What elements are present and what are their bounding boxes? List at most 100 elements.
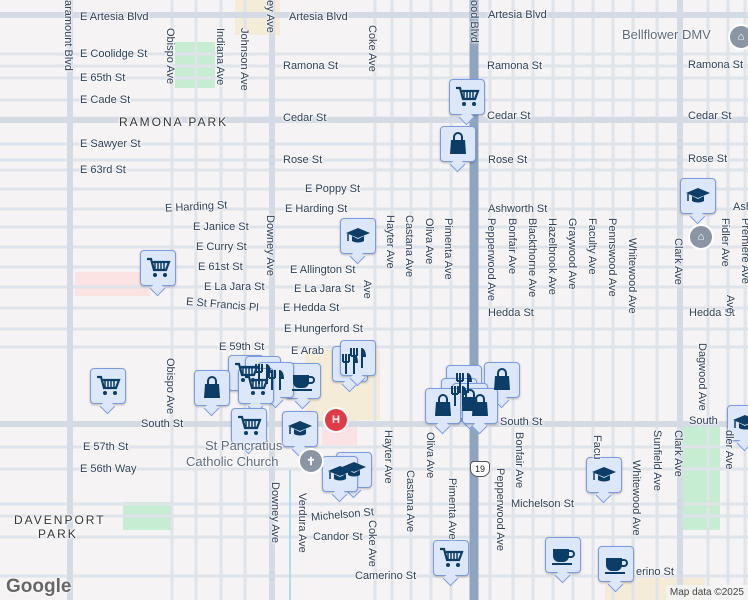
graduation-cap-icon: [592, 467, 616, 482]
street-label-vertical: Clark Ave: [672, 238, 684, 285]
street-label: E Janice St: [193, 221, 249, 233]
restaurant-marker[interactable]: [258, 362, 294, 398]
street-label-vertical: Fidler Ave: [719, 218, 731, 267]
street-label-vertical: Pennswood Ave: [606, 218, 618, 297]
street-label: Ramona St: [487, 60, 543, 72]
poi-label-bellflower-dmv: Bellflower DMV: [622, 27, 711, 42]
street-label-vertical: Hayter Ave: [384, 215, 396, 269]
map-attribution[interactable]: Map data ©2025: [665, 585, 748, 600]
street-label: Rose St: [283, 154, 323, 166]
dmv-pin-icon[interactable]: ⌂: [728, 24, 748, 50]
street-label-vertical: Coke Ave: [366, 25, 378, 72]
street-label: erino St: [636, 566, 674, 578]
shopping-bag-icon: [435, 394, 451, 416]
street-label: Artesia Blvd: [289, 11, 348, 23]
street-label-vertical: Obispo Ave: [164, 28, 176, 85]
street-label-vertical: Pimenta Ave: [442, 218, 454, 280]
cafe-icon: [552, 549, 575, 565]
street-label-vertical: Bonfair Ave: [506, 218, 518, 275]
street-label: Michelson St: [511, 498, 574, 510]
church-pin-icon[interactable]: ✝: [298, 448, 324, 474]
restaurant-icon: [456, 373, 472, 393]
restaurant-icon: [268, 370, 284, 390]
street-label-vertical: Obispo Ave: [164, 358, 176, 415]
street-label-vertical: Pimenta Ave: [446, 478, 458, 540]
shopping-cart-marker[interactable]: [449, 79, 485, 115]
street-label: E 65th St: [80, 72, 126, 84]
graduation-cap-icon: [733, 415, 748, 430]
street-label: E Allington St: [290, 264, 356, 276]
street-label: E 56th Way: [80, 463, 137, 475]
neighborhood-label-ramona-park: RAMONA PARK: [119, 115, 229, 129]
street-label-vertical: Ave: [361, 280, 373, 299]
street-label-vertical: Pepperwood Ave: [494, 468, 506, 551]
street-label: E Harding St: [164, 199, 228, 215]
street-label: E Arab: [291, 345, 325, 357]
street-label-vertical: Facu: [591, 435, 603, 460]
street-label-vertical: Faculty Ave: [586, 218, 598, 275]
shopping-cart-marker[interactable]: [433, 540, 469, 576]
shopping-cart-marker[interactable]: [140, 250, 176, 286]
street-label: Michelson St: [310, 506, 375, 524]
graduation-cap-icon: [686, 188, 710, 203]
shopping-bag-marker[interactable]: [194, 370, 230, 406]
street-label: E St Francis Pl: [185, 295, 260, 315]
street-label: E Hungerford St: [284, 323, 363, 335]
shopping-bag-marker[interactable]: [484, 362, 520, 398]
cafe-marker[interactable]: [598, 546, 634, 582]
street-label-vertical: Premiere Ave: [739, 218, 748, 284]
graduation-cap-marker[interactable]: [727, 405, 748, 441]
street-label-vertical: Clark Ave: [672, 430, 684, 477]
street-label: E 59th St: [219, 341, 265, 353]
shopping-bag-icon: [472, 394, 488, 416]
street-label: Rose St: [688, 153, 728, 165]
park-area: [680, 425, 720, 530]
street-label-vertical: Johnson Ave: [238, 28, 250, 91]
street-label-vertical: dler Ave: [723, 430, 735, 470]
street-label: Ramona St: [283, 60, 339, 72]
shopping-cart-marker[interactable]: [238, 368, 274, 404]
shopping-bag-icon: [450, 132, 466, 154]
street-label: South St: [141, 418, 184, 430]
cafe-marker[interactable]: [285, 363, 321, 399]
street-label-vertical: Oliva Ave: [424, 432, 436, 479]
shopping-bag-icon: [204, 376, 220, 398]
street-label: Camerino St: [355, 570, 417, 582]
shopping-cart-icon: [238, 415, 262, 435]
graduation-cap-marker[interactable]: [282, 411, 318, 447]
hospital-icon[interactable]: H: [323, 407, 349, 433]
graduation-cap-marker[interactable]: [680, 178, 716, 214]
shopping-bag-marker[interactable]: [462, 388, 498, 424]
cafe-marker[interactable]: [545, 537, 581, 573]
school-pin-icon[interactable]: ⌂: [688, 224, 714, 250]
shopping-bag-marker[interactable]: [440, 126, 476, 162]
shopping-bag-marker[interactable]: [425, 388, 461, 424]
street-label-vertical: Graywood Ave: [566, 218, 578, 290]
shopping-cart-icon: [245, 375, 269, 395]
street-label-vertical: Whitewood Ave: [626, 238, 638, 314]
street-label-vertical: Verdura Ave: [296, 493, 308, 553]
street-label: E Poppy St: [305, 183, 361, 195]
shopping-cart-icon: [147, 257, 171, 277]
street-label: E Sawyer St: [80, 138, 141, 150]
graduation-cap-marker[interactable]: [322, 456, 358, 492]
street-label-vertical: Whitewood Ave: [630, 460, 642, 536]
graduation-cap-marker[interactable]: [340, 218, 376, 254]
street-label: Cedar St: [688, 110, 732, 122]
restaurant-marker[interactable]: [340, 340, 376, 376]
cafe-icon: [605, 558, 628, 574]
shopping-cart-marker[interactable]: [90, 368, 126, 404]
street-label: Artesia Blvd: [488, 9, 547, 21]
street-label-vertical: Indiana Ave: [214, 28, 226, 86]
shopping-cart-icon: [440, 547, 464, 567]
graduation-cap-marker[interactable]: [586, 457, 622, 493]
shopping-cart-marker[interactable]: [231, 408, 267, 444]
street-label: E 61st St: [198, 261, 243, 273]
street-label: E Coolidge St: [80, 48, 148, 60]
street-label: Hedda St: [689, 307, 735, 319]
street-label-vertical: Coke Ave: [366, 520, 378, 567]
street-label: Ash: [733, 201, 748, 213]
